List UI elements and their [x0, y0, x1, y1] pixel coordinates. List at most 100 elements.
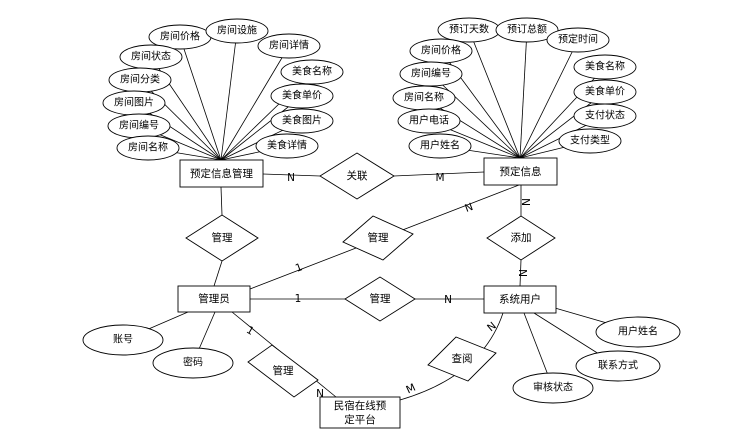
attr-label: 房间编号 — [411, 67, 451, 80]
cardinality-label: N — [444, 294, 452, 306]
spoke-bm-0 — [179, 36, 222, 161]
line-bm-manage — [220, 186, 223, 216]
cardinality-label: 1 — [244, 324, 256, 338]
booking-management-attributes: 房间价格 房间设施 房间状态 房间详情 房间分类 美食名称 房间图片 美食单价 … — [102, 18, 344, 161]
spoke-bi-0 — [468, 29, 521, 159]
connector-lines — [122, 29, 639, 401]
attr-ellipse — [116, 135, 180, 161]
attr-label: 审核状态 — [533, 381, 573, 394]
attr-label: 房间编号 — [119, 119, 159, 132]
line-add-user — [519, 259, 522, 287]
relationship-manage-booking-info — [342, 215, 414, 261]
attr-label: 美食单价 — [585, 85, 625, 98]
attr-label: 账号 — [113, 334, 133, 346]
attr-ellipse — [82, 324, 164, 356]
attr-ellipse — [573, 103, 637, 129]
relationship-add — [486, 215, 556, 261]
relationships: 关联 管理 管理 添加 管理 管理 查阅 — [185, 152, 556, 398]
booking-info-attributes: 预订天数 预订总额 房间价格 预定时间 房间编号 美食名称 房间名称 美食单价 … — [392, 17, 637, 159]
cardinality-label: N — [516, 269, 528, 277]
attr-label: 房间名称 — [128, 141, 168, 154]
attr-label: 房间设施 — [217, 24, 257, 37]
cardinality-label: 1 — [294, 261, 304, 275]
relationship-manage-booking-label: 管理 — [212, 231, 233, 244]
relationship-manage-booking-info-label: 管理 — [368, 231, 389, 244]
cardinality-label: M — [435, 172, 444, 184]
attr-ellipse — [257, 33, 321, 59]
attr-label: 支付状态 — [585, 109, 625, 122]
cardinality-label: N — [463, 201, 474, 215]
attr-ellipse — [512, 372, 594, 404]
attr-label: 房间名称 — [404, 91, 444, 104]
attr-ellipse — [595, 316, 681, 348]
attr-label: 房间价格 — [421, 44, 461, 57]
attr-ellipse — [495, 17, 559, 43]
entities: 预定信息管理 预定信息 管理员 系统用户 民宿在线预 定平台 — [177, 157, 558, 429]
cardinality-label: 1 — [295, 293, 302, 305]
spoke-bi-4 — [430, 73, 521, 159]
entity-platform — [319, 396, 401, 429]
attr-ellipse — [205, 18, 269, 44]
relationship-add-label: 添加 — [511, 231, 532, 244]
attr-label: 预订天数 — [449, 23, 489, 36]
attr-label: 房间分类 — [120, 73, 160, 86]
attr-ellipse — [408, 133, 472, 159]
relationship-manage-user-label: 管理 — [370, 292, 391, 305]
attr-label: 美食图片 — [282, 114, 322, 127]
relationship-associate-label: 关联 — [347, 169, 368, 182]
attr-label: 房间状态 — [131, 50, 171, 63]
attr-label: 预定时间 — [558, 33, 598, 46]
attr-ellipse — [573, 54, 637, 80]
relationship-associate — [319, 152, 395, 200]
relationship-view — [427, 336, 497, 382]
system-user-attributes: 用户姓名 联系方式 审核状态 — [512, 316, 681, 404]
attr-label: 联系方式 — [598, 359, 638, 372]
cardinality-label: N — [519, 198, 531, 206]
relationship-manage-platform — [247, 344, 319, 398]
attr-ellipse — [558, 128, 622, 154]
cardinality-label: N — [316, 388, 324, 400]
attr-label: 房间价格 — [160, 30, 200, 43]
line-bm-associate — [262, 173, 321, 177]
attr-label: 美食名称 — [292, 65, 332, 78]
attr-label: 密码 — [183, 356, 203, 369]
spoke-bi-1 — [519, 29, 528, 159]
spoke-bm-3 — [220, 45, 290, 161]
attr-label: 美食单价 — [282, 89, 322, 102]
attr-ellipse — [255, 133, 319, 159]
attr-label: 用户电话 — [409, 114, 449, 127]
attr-ellipse — [546, 27, 610, 53]
cardinalities: N M N 1 N N 1 N 1 N M N — [244, 172, 531, 400]
attr-label: 房间图片 — [114, 96, 154, 109]
cardinality-label: M — [404, 382, 417, 397]
relationship-manage-user — [344, 276, 416, 322]
administrator-attributes: 账号 密码 — [82, 324, 234, 379]
attr-ellipse — [152, 347, 234, 379]
relationship-view-label: 查阅 — [452, 352, 473, 365]
entity-system-user-label: 系统用户 — [499, 293, 541, 306]
line-associate-bi — [393, 171, 485, 177]
attr-label: 美食详情 — [267, 139, 307, 152]
attr-ellipse — [270, 83, 334, 109]
cardinality-label: N — [485, 320, 499, 334]
attr-ellipse — [575, 350, 661, 382]
line-manage-admin — [213, 260, 223, 287]
relationship-manage-platform-label: 管理 — [273, 364, 294, 377]
entity-booking-info-label: 预定信息 — [500, 165, 542, 178]
attr-label: 用户姓名 — [420, 139, 460, 152]
entity-platform-label-line1: 民宿在线预 — [334, 399, 387, 412]
entity-system-user — [483, 285, 557, 314]
spoke-bm-1 — [220, 30, 238, 161]
attr-label: 用户姓名 — [618, 325, 658, 338]
entity-administrator-label: 管理员 — [198, 292, 230, 305]
entity-booking-info — [483, 157, 558, 186]
relationship-manage-booking — [185, 214, 259, 262]
attr-ellipse — [270, 108, 334, 134]
attr-label: 支付类型 — [570, 134, 610, 147]
entity-booking-management — [179, 159, 264, 188]
entity-platform-label-line2: 定平台 — [344, 413, 376, 426]
entity-booking-management-label: 预定信息管理 — [190, 167, 253, 180]
attr-ellipse — [280, 59, 344, 85]
attr-ellipse — [397, 108, 461, 134]
